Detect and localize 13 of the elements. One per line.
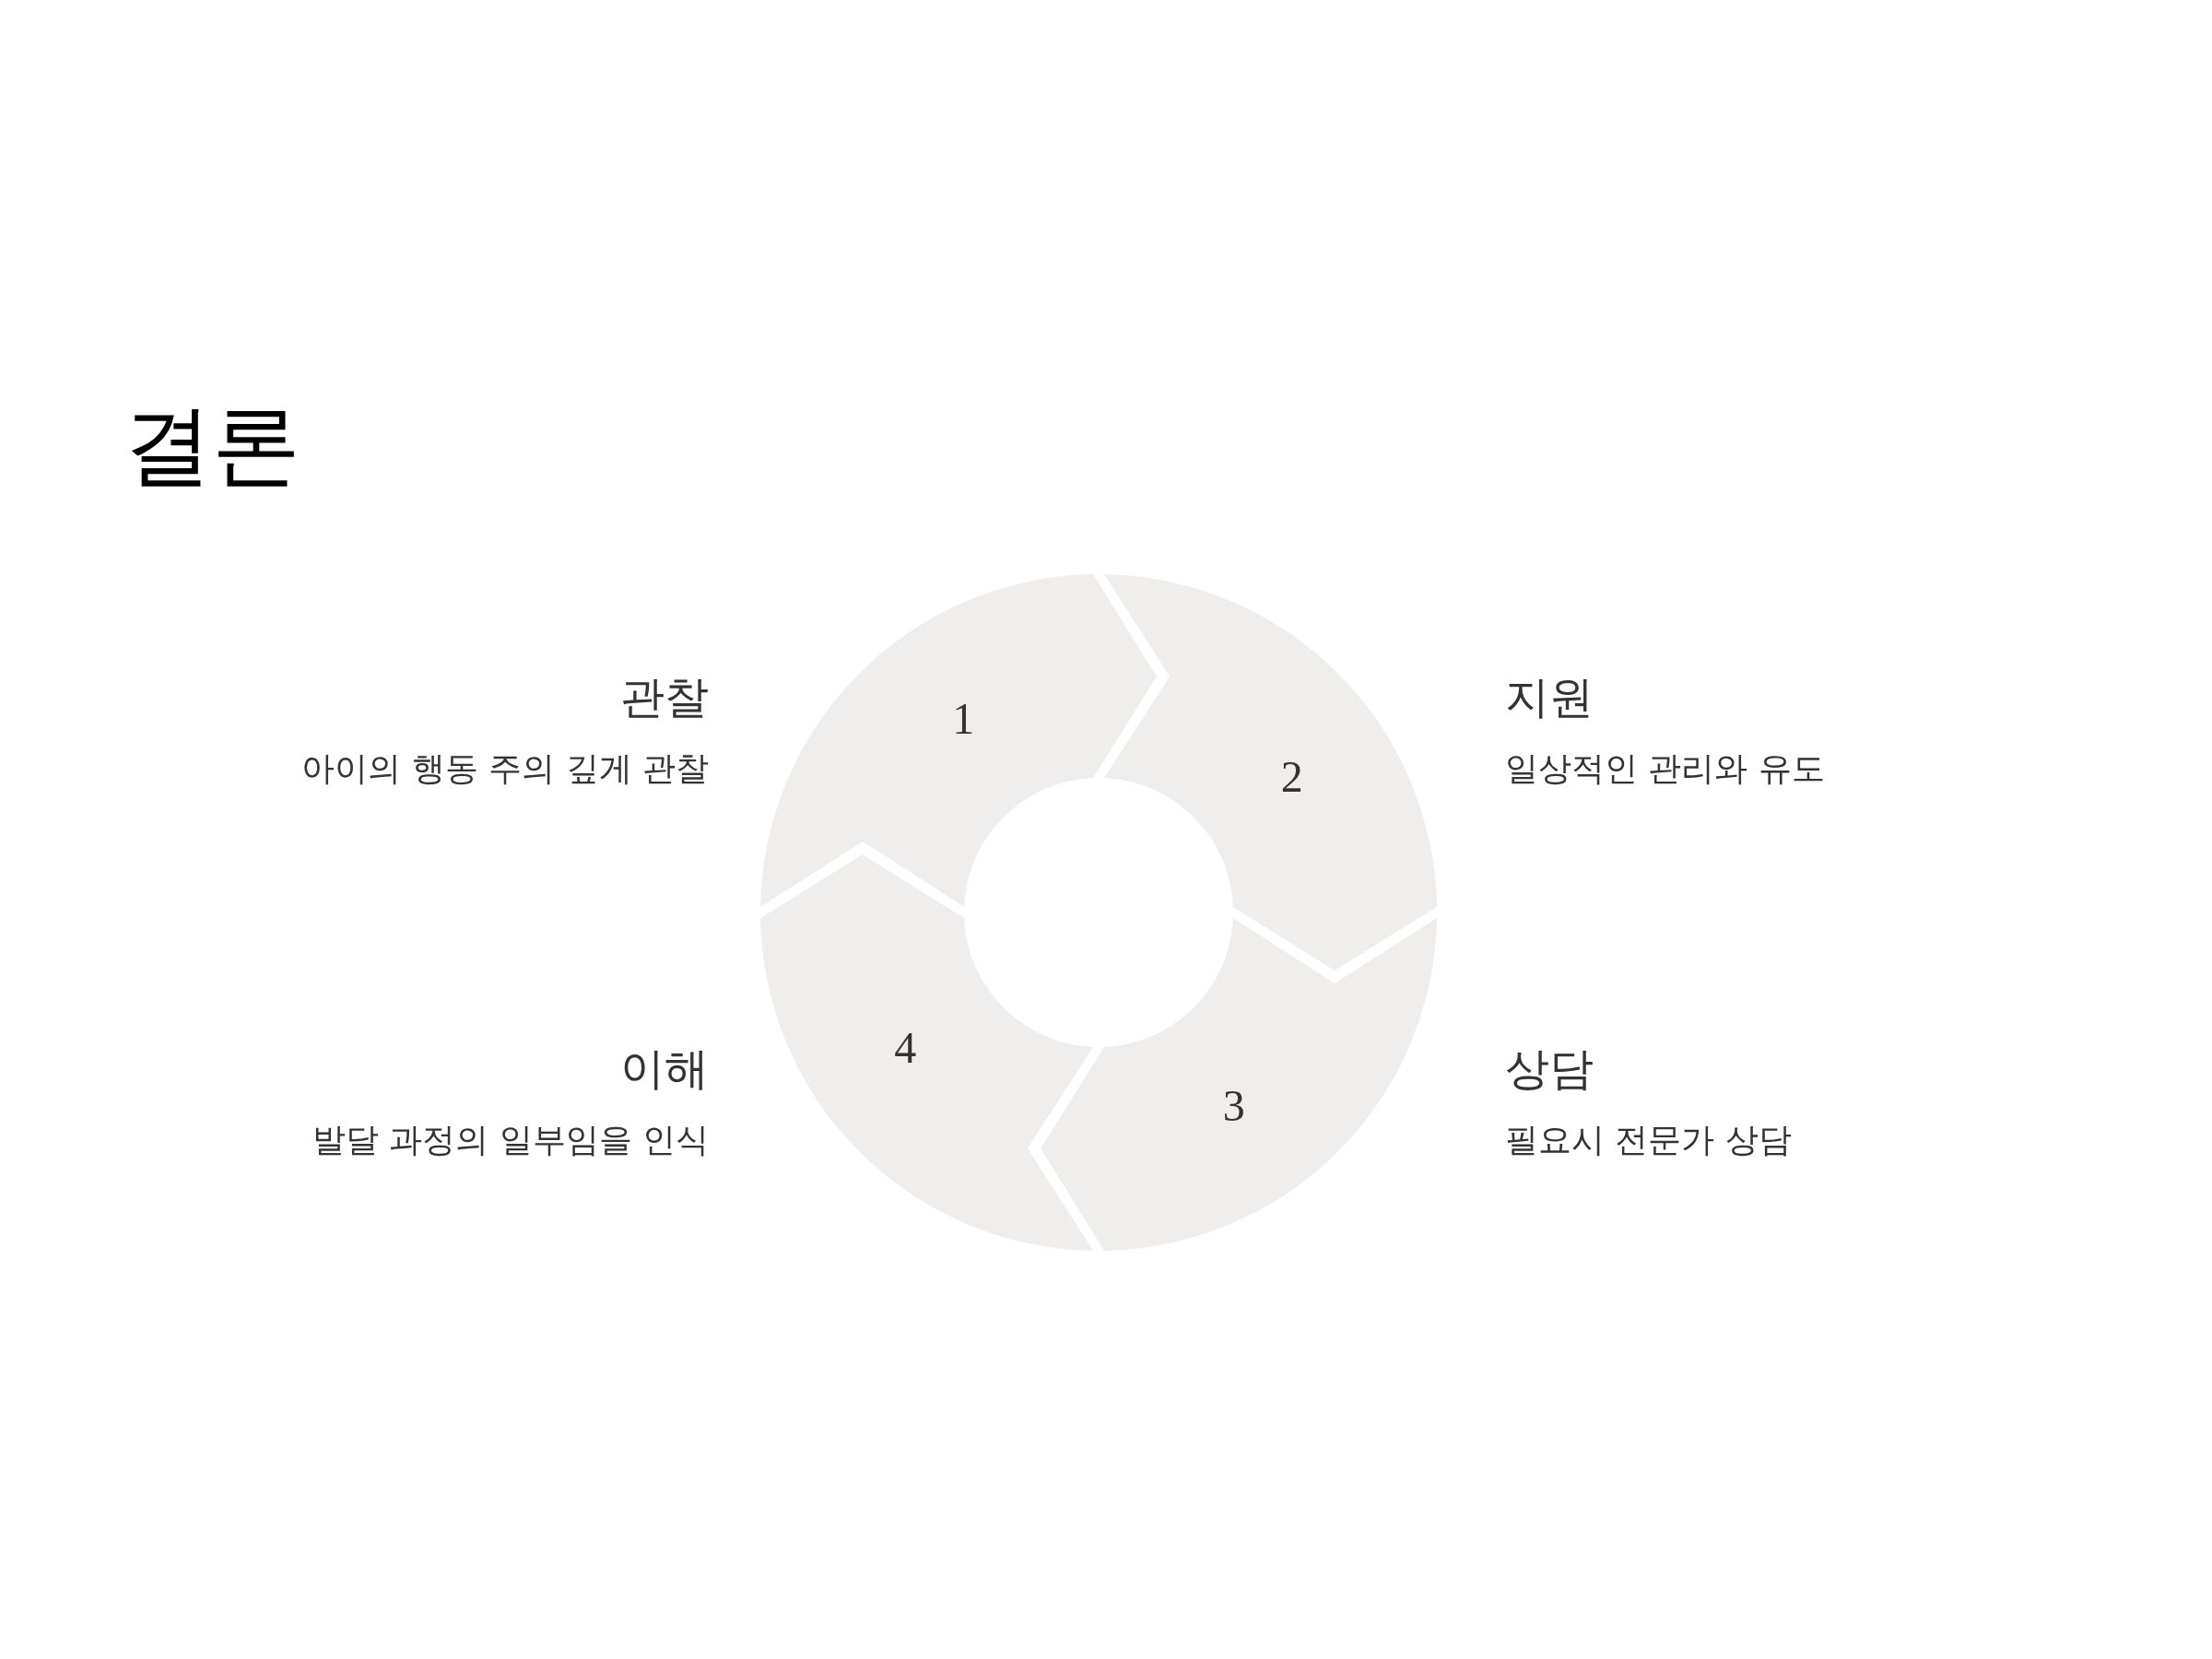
- step-description: 필요시 전문가 상담: [1505, 1121, 1792, 1159]
- step-description: 발달 과정의 일부임을 인식: [312, 1121, 709, 1159]
- step-number: 3: [1222, 1083, 1245, 1128]
- step-number: 2: [1280, 755, 1303, 800]
- step-heading: 이해: [620, 1043, 709, 1095]
- step-description: 아이의 행동 주의 깊게 관찰: [301, 749, 709, 788]
- step-number: 4: [894, 1025, 917, 1070]
- step-heading: 지원: [1505, 672, 1594, 724]
- step-number: 1: [952, 697, 975, 742]
- step-heading: 상담: [1505, 1043, 1594, 1095]
- step-heading: 관찰: [620, 672, 709, 724]
- step-description: 일상적인 관리와 유도: [1505, 749, 1825, 788]
- slide-title: 결론: [124, 394, 300, 497]
